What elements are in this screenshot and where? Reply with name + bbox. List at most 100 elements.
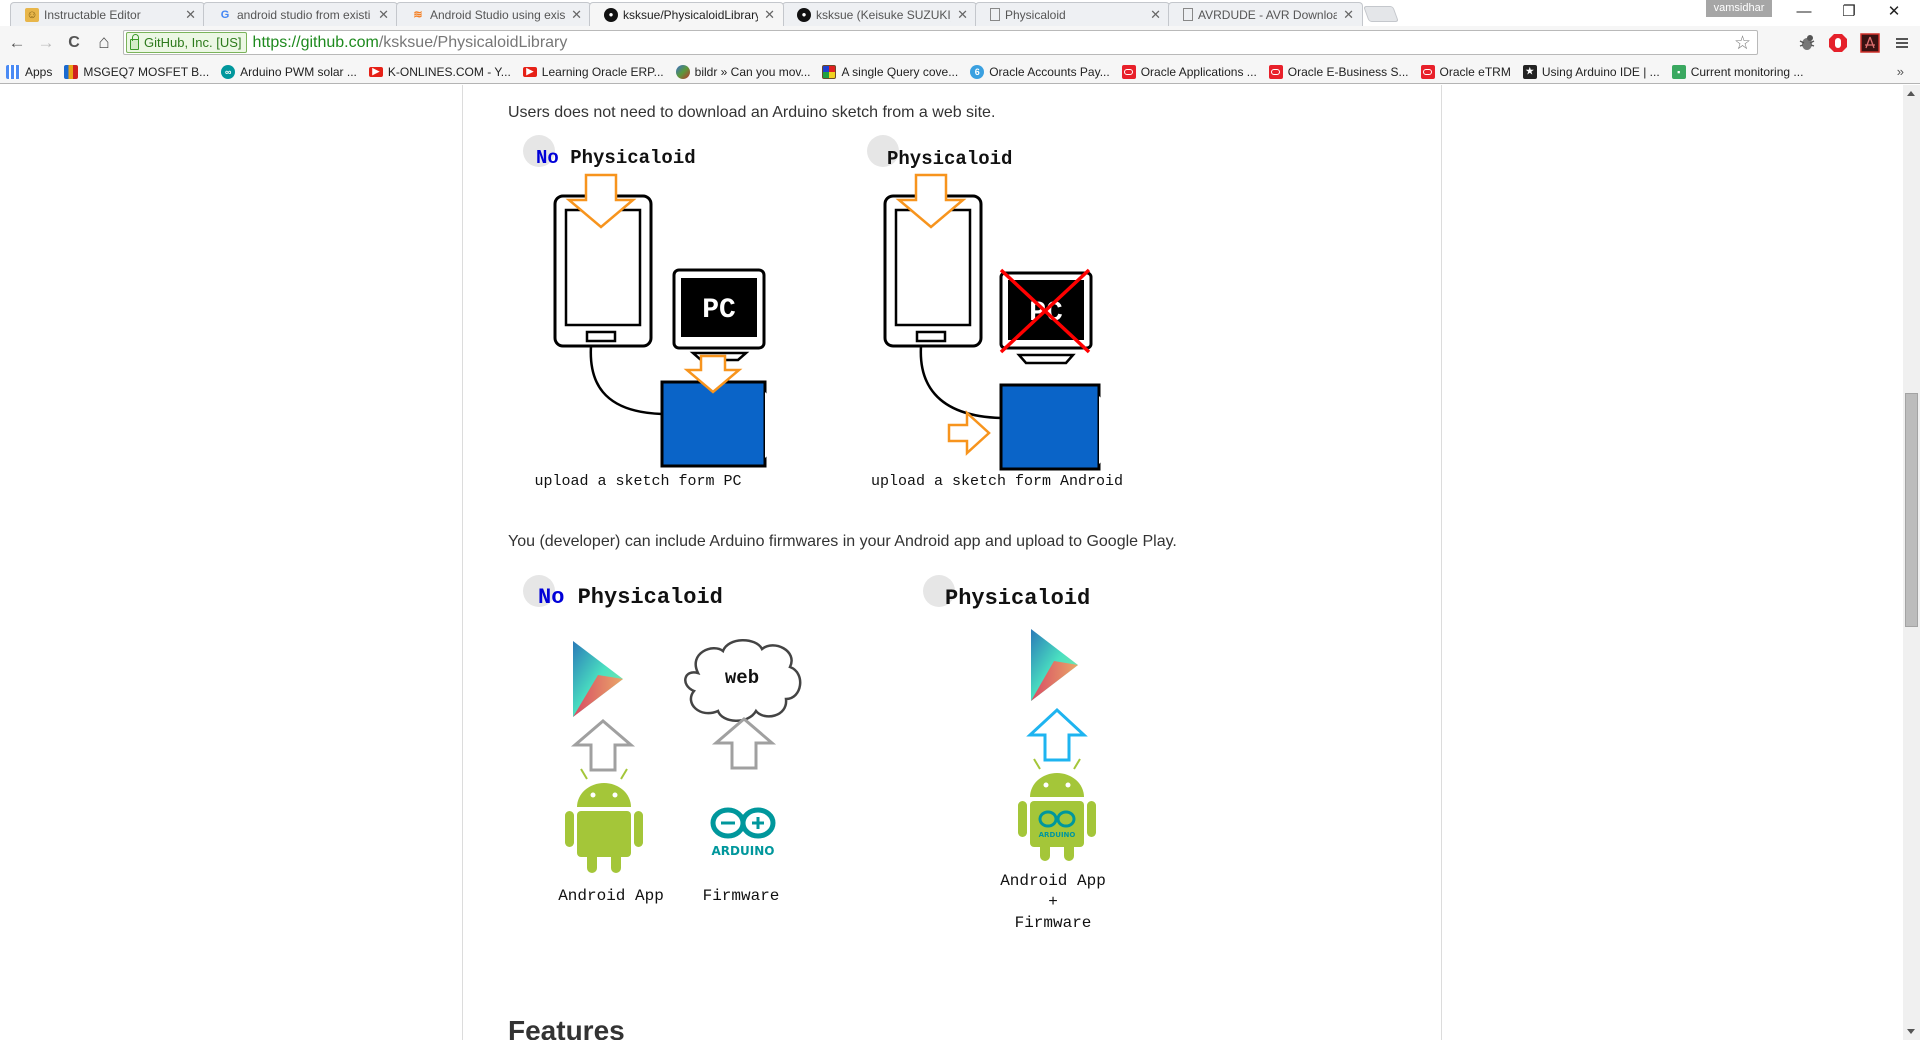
green-chip-icon: ▪ <box>1671 64 1686 79</box>
forward-button[interactable]: → <box>35 32 57 54</box>
minimize-button[interactable]: — <box>1796 3 1812 20</box>
tab-close-icon[interactable]: ✕ <box>957 6 968 22</box>
apps-grid-icon <box>6 64 20 79</box>
back-button[interactable]: ← <box>6 32 28 54</box>
bookmark-item[interactable]: ∞ Arduino PWM solar ... <box>221 64 357 79</box>
tab-close-icon[interactable]: ✕ <box>1150 6 1161 22</box>
circle-6-icon: 6 <box>970 64 985 79</box>
page-icon <box>1183 8 1193 21</box>
caption-android-app-plus-firmware: Android App + Firmware <box>1000 872 1106 932</box>
bookmark-item[interactable]: A single Query cove... <box>822 64 958 79</box>
bookmark-item[interactable]: ▪ Current monitoring ... <box>1671 64 1803 79</box>
tab-instructable-editor[interactable]: ☺ Instructable Editor ✕ <box>10 2 205 26</box>
scroll-down-arrow-icon[interactable] <box>1907 1029 1915 1034</box>
tab-avrdude[interactable]: AVRDUDE - AVR Downloa ✕ <box>1168 2 1363 26</box>
bookmark-item[interactable]: bildr » Can you mov... <box>675 64 810 79</box>
page-scrollbar[interactable] <box>1903 85 1920 1040</box>
bookmark-item[interactable]: Oracle Applications ... <box>1121 64 1257 79</box>
lock-icon <box>130 34 139 50</box>
tab-close-icon[interactable]: ✕ <box>1343 6 1354 22</box>
decorative-bubble <box>523 135 555 167</box>
url-text[interactable]: https://github.com/ksksue/PhysicaloidLib… <box>252 33 568 51</box>
tab-close-icon[interactable]: ✕ <box>764 6 775 22</box>
bookmark-apps[interactable]: Apps <box>6 64 52 79</box>
upload-from-pc-illustration: PC <box>553 173 771 468</box>
diagram-title-no-physicaloid: No Physicaloid <box>536 147 696 169</box>
arrow-right-icon: → <box>37 33 55 52</box>
bookmarks-overflow-chevron[interactable]: » <box>1896 64 1904 79</box>
scroll-up-arrow-icon[interactable] <box>1907 91 1915 96</box>
play-store-to-android-app-column <box>565 641 643 873</box>
scrollbar-thumb[interactable] <box>1905 393 1918 627</box>
decorative-bubble <box>867 135 899 167</box>
reload-icon: C <box>68 34 80 51</box>
caption-android-app: Android App <box>558 887 664 905</box>
shopping-bag-icon <box>64 64 79 79</box>
oracle-icon <box>1268 64 1283 79</box>
stackoverflow-icon: ≋ <box>413 9 423 21</box>
caption-firmware: Firmware <box>702 887 780 905</box>
arduino-logo <box>710 807 776 839</box>
tab-stackoverflow[interactable]: ≋ Android Studio using exist ✕ <box>396 2 591 26</box>
google-icon: G <box>220 8 230 21</box>
bookmark-item[interactable]: Oracle E-Business S... <box>1268 64 1409 79</box>
tab-close-icon[interactable]: ✕ <box>571 6 582 22</box>
bookmark-star-icon[interactable]: ☆ <box>1733 33 1751 54</box>
reload-button[interactable]: C <box>63 32 85 54</box>
developer-paragraph: You (developer) can include Arduino firm… <box>508 533 1177 550</box>
readme-container: Users does not need to download an Ardui… <box>462 85 1442 1040</box>
tab-close-icon[interactable]: ✕ <box>378 6 389 22</box>
intro-paragraph: Users does not need to download an Ardui… <box>508 104 996 121</box>
home-icon: ⌂ <box>98 32 110 53</box>
web-to-firmware-column: web ARDUINO <box>684 639 802 858</box>
bookmark-item[interactable]: ▶ Learning Oracle ERP... <box>522 65 664 79</box>
arrow-up-icon <box>711 717 777 770</box>
decorative-bubble <box>923 575 955 607</box>
tab-physicaloid[interactable]: Physicaloid ✕ <box>975 2 1170 26</box>
colorful-square-icon <box>822 64 837 79</box>
github-icon: ● <box>604 7 618 22</box>
bookmark-item[interactable]: ▶ K-ONLINES.COM - Y... <box>368 65 511 79</box>
svg-text:ARDUINO: ARDUINO <box>1039 831 1076 839</box>
close-window-button[interactable]: ✕ <box>1887 3 1901 20</box>
star-badge-icon: ★ <box>1522 64 1537 79</box>
page-viewport: Users does not need to download an Ardui… <box>0 85 1903 1040</box>
caption-upload-from-android: upload a sketch form Android <box>871 473 1124 490</box>
diagram-google-play-distribution: No Physicaloid Physicaloid <box>463 565 1443 1005</box>
page-icon <box>990 8 1000 21</box>
bookmark-item[interactable]: ★ Using Arduino IDE | ... <box>1522 64 1660 79</box>
bug-extension-icon[interactable] <box>1795 31 1819 55</box>
caption-upload-from-pc: upload a sketch form PC <box>534 473 742 490</box>
restore-button[interactable]: ❐ <box>1842 3 1856 20</box>
tab-ksksue-profile[interactable]: ● ksksue (Keisuke SUZUKI) · ✕ <box>782 2 977 26</box>
adblock-extension-icon[interactable] <box>1826 31 1850 55</box>
home-button[interactable]: ⌂ <box>93 32 115 54</box>
tab-physicaloid-library[interactable]: ● ksksue/PhysicaloidLibrary: ✕ <box>589 2 784 26</box>
ev-certificate-badge[interactable]: GitHub, Inc. [US] <box>126 32 247 53</box>
github-icon: ● <box>797 7 811 22</box>
bookmark-item[interactable]: Oracle eTRM <box>1420 64 1511 79</box>
arrow-up-icon <box>1026 707 1088 762</box>
youtube-icon: ▶ <box>368 66 383 77</box>
address-bar[interactable]: GitHub, Inc. [US] https://github.com/ksk… <box>123 30 1758 55</box>
browser-toolbar: ← → C ⌂ GitHub, Inc. [US] https://github… <box>0 26 1920 60</box>
diagram-title-no-physicaloid: No Physicaloid <box>538 585 723 610</box>
adobe-pdf-extension-icon[interactable] <box>1858 31 1882 55</box>
new-tab-button[interactable] <box>1363 6 1399 22</box>
decorative-bubble <box>523 575 555 607</box>
tab-google-search[interactable]: G android studio from existi ✕ <box>203 2 398 26</box>
profile-badge[interactable]: vamsidhar <box>1706 0 1772 17</box>
instructables-robot-icon: ☺ <box>25 7 39 22</box>
bildr-icon <box>675 64 690 79</box>
svg-text:ARDUINO: ARDUINO <box>712 844 775 858</box>
upload-from-android-illustration: PC <box>883 173 1105 471</box>
menu-hamburger-icon[interactable] <box>1890 31 1914 55</box>
diagram-upload-sketch: No Physicaloid Physicaloid PC <box>463 85 1443 505</box>
bookmark-item[interactable]: MSGEQ7 MOSFET B... <box>64 64 209 79</box>
tab-close-icon[interactable]: ✕ <box>185 6 196 22</box>
bookmarks-bar: Apps MSGEQ7 MOSFET B... ∞ Arduino PWM so… <box>0 60 1920 84</box>
bookmark-item[interactable]: 6 Oracle Accounts Pay... <box>970 64 1110 79</box>
features-heading: Features <box>508 1015 625 1040</box>
svg-text:PC: PC <box>702 295 736 326</box>
play-store-to-android-firmware-column: ARDUINO <box>1018 629 1096 861</box>
